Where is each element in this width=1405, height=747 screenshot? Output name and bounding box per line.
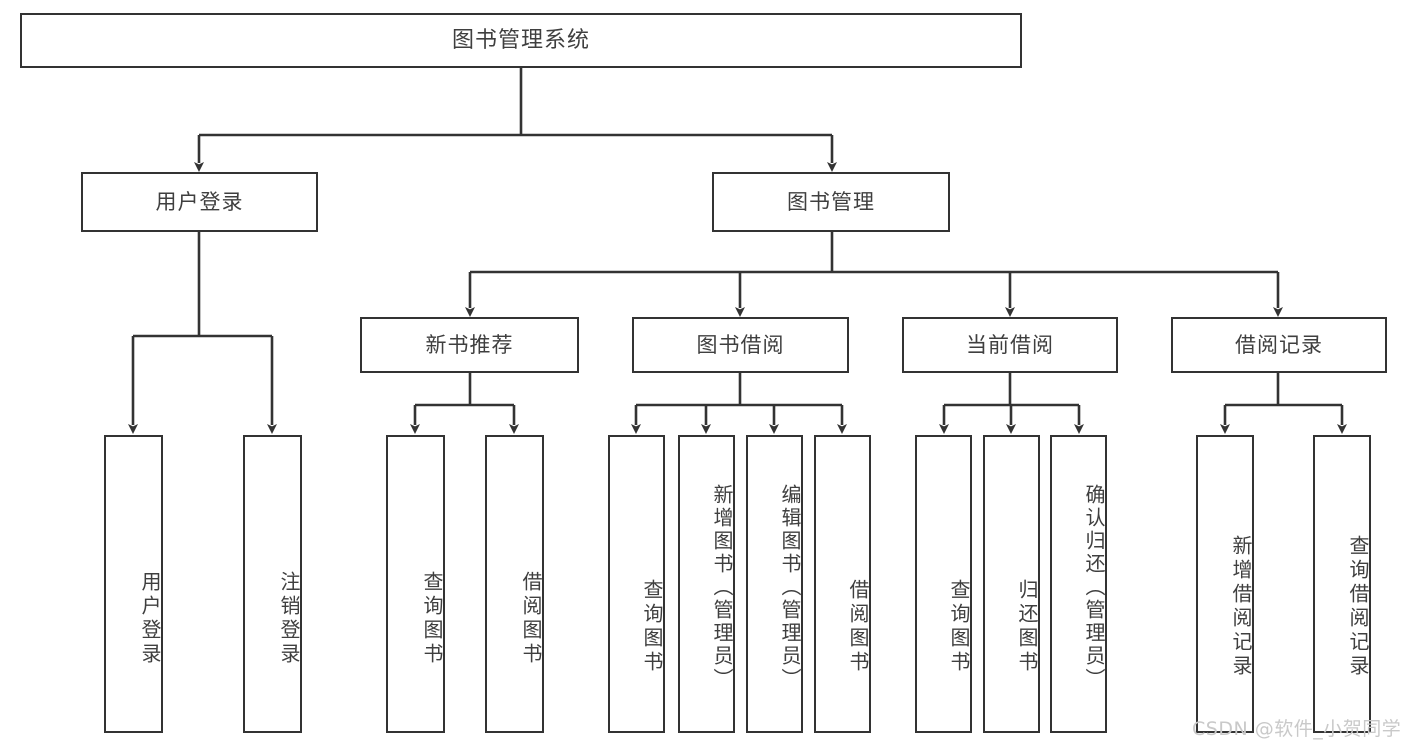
leaf-query-book-recommend[interactable]: 查询图书 — [386, 435, 445, 733]
leaf-borrow-book-recommend[interactable]: 借阅图书 — [485, 435, 544, 733]
node-book-borrow[interactable]: 图书借阅 — [632, 317, 849, 373]
node-borrow-record[interactable]: 借阅记录 — [1171, 317, 1387, 373]
node-book-management[interactable]: 图书管理 — [712, 172, 950, 232]
node-current-borrow[interactable]: 当前借阅 — [902, 317, 1118, 373]
leaf-query-book-borrow[interactable]: 查询图书 — [608, 435, 665, 733]
leaf-borrow-book-borrow[interactable]: 借阅图书 — [814, 435, 871, 733]
leaf-return-book[interactable]: 归还图书 — [983, 435, 1040, 733]
leaf-logout-login[interactable]: 注销登录 — [243, 435, 302, 733]
node-user-login[interactable]: 用户登录 — [81, 172, 318, 232]
leaf-query-borrow-record[interactable]: 查询借阅记录 — [1313, 435, 1371, 733]
leaf-add-book-admin[interactable]: 新增图书（管理员） — [678, 435, 735, 733]
node-new-book-recommend[interactable]: 新书推荐 — [360, 317, 579, 373]
leaf-user-login[interactable]: 用户登录 — [104, 435, 163, 733]
watermark-label: CSDN @软件_小贺同学 — [1192, 718, 1402, 740]
leaf-confirm-return-admin[interactable]: 确认归还（管理员） — [1050, 435, 1107, 733]
leaf-edit-book-admin[interactable]: 编辑图书（管理员） — [746, 435, 803, 733]
node-root-system[interactable]: 图书管理系统 — [20, 13, 1022, 68]
leaf-query-book-current[interactable]: 查询图书 — [915, 435, 972, 733]
leaf-add-borrow-record[interactable]: 新增借阅记录 — [1196, 435, 1254, 733]
